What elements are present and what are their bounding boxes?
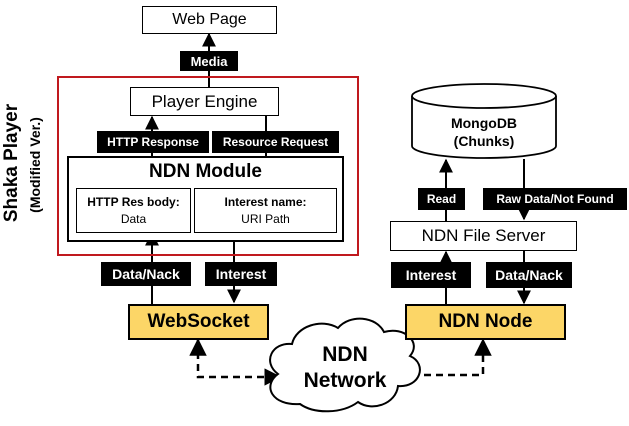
shaka-player-frame: [57, 76, 359, 256]
interest-right-label: Interest: [391, 262, 471, 288]
shaka-player-subtitle: (Modified Ver.): [27, 117, 43, 213]
http-res-body-label: HTTP Res body:: [87, 195, 180, 209]
network-label: NDN Network: [280, 336, 410, 400]
network-line2: Network: [303, 369, 387, 392]
resource-request-label: Resource Request: [212, 131, 339, 153]
data-nack-left-label: Data/Nack: [101, 262, 191, 286]
websocket-box: WebSocket: [128, 304, 269, 340]
raw-data-not-found-label: Raw Data/Not Found: [483, 188, 627, 210]
ndn-node-box: NDN Node: [405, 304, 566, 340]
network-cloud: [269, 317, 421, 413]
network-line1: NDN: [322, 343, 368, 366]
interest-left-label: Interest: [205, 262, 277, 286]
player-engine-box: Player Engine: [130, 87, 279, 116]
ndn-file-server-box: NDN File Server: [390, 221, 577, 251]
interest-name-label: Interest name:: [224, 195, 307, 209]
http-response-label: HTTP Response: [97, 131, 209, 153]
mongodb-cylinder: [411, 83, 557, 159]
mongodb-name: MongoDB: [450, 115, 518, 131]
read-label: Read: [418, 188, 465, 210]
interest-name-box: Interest name: URI Path: [194, 188, 337, 233]
web-page-box: Web Page: [142, 6, 277, 34]
shaka-player-title: Shaka Player: [1, 103, 22, 223]
media-label: Media: [180, 51, 238, 71]
websocket-network-link: [189, 338, 282, 386]
data-nack-right-label: Data/Nack: [486, 262, 572, 288]
interest-name-value: URI Path: [241, 212, 290, 226]
mongodb-subtitle: (Chunks): [453, 133, 515, 149]
http-res-body-box: HTTP Res body: Data: [76, 188, 191, 233]
mongodb-label: MongoDB (Chunks): [420, 112, 548, 152]
ndn-module-title: NDN Module: [149, 161, 262, 182]
http-res-body-value: Data: [120, 212, 147, 226]
